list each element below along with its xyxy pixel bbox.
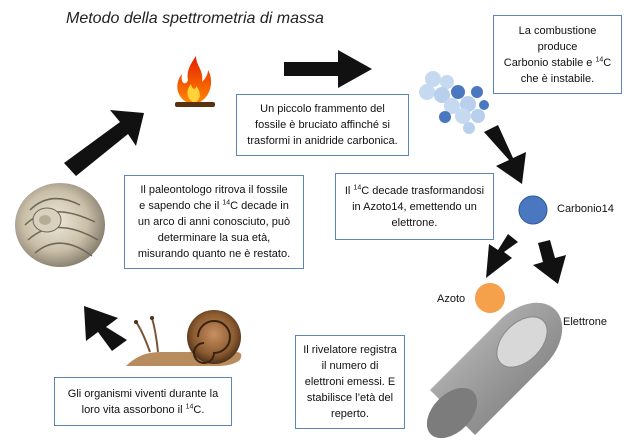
nitrogen-atom [475,283,505,313]
ammonite-fossil [15,183,105,267]
organisms-line-2: loro vita assorbono il 14C. [81,402,205,416]
combustion-line-2: produce [537,40,578,53]
fire-icon [175,56,215,107]
fragment-line-1: Un piccolo frammento del [260,103,385,115]
carbon14-atom [518,195,548,225]
decay-line-3: elettrone. [391,216,438,229]
nitrogen-label: Azoto [437,293,466,305]
arrow-fossil-to-fire [64,110,144,176]
snail-image [126,310,242,366]
combustion-line-1: La combustione [518,24,597,37]
fragment-box: Un piccolo frammento del fossile è bruci… [236,94,409,156]
fragment-line-3: trasformi in anidride carbonica. [247,135,398,147]
paleontologist-line-4: determinare la sua età, [157,232,271,244]
paleontologist-line-3: un arco di anni conosciuto, può [137,216,291,228]
arrow-to-electron [533,240,566,284]
detector-line-1: Il rivelatore registra [303,344,397,356]
arrow-organisms-to-fossil [84,306,127,351]
combustion-line-3: Carbonio stabile e 14C [503,55,612,69]
detector-line-3: elettroni emessi. E [304,376,396,388]
arrow-fire-to-molecules [284,50,372,88]
paleontologist-line-5: misurando quanto ne è restato. [137,248,291,260]
decay-line-1: Il 14C decade trasformandosi [344,183,485,197]
paleontologist-box: Il paleontologo ritrova il fossile e sap… [124,175,304,269]
fragment-line-2: fossile è bruciato affinché si [255,119,390,131]
detector-cylinder [426,302,563,439]
molecules-icon [419,71,489,134]
paleontologist-line-2: e sapendo che il 14C decade in [139,199,289,212]
detector-box: Il rivelatore registra il numero di elet… [295,335,405,429]
detector-line-5: reperto. [331,408,369,420]
carbon14-label: Carbonio14 [557,203,614,215]
detector-line-4: stabilisce l’età del [306,392,394,404]
organisms-line-1: Gli organismi viventi durante la [67,387,219,400]
detector-line-2: il numero di [321,360,379,372]
decay-line-2: in Azoto14, emettendo un [352,200,477,213]
page-title: Metodo della spettrometria di massa [66,10,324,27]
electron-label: Elettrone [563,316,608,328]
organisms-box: Gli organismi viventi durante la loro vi… [54,377,232,426]
arrow-molecules-to-carbon14 [484,125,526,184]
paleontologist-line-1: Il paleontologo ritrova il fossile [140,184,288,196]
decay-box: Il 14C decade trasformandosi in Azoto14,… [335,173,494,240]
arrow-to-nitrogen [486,234,518,278]
combustion-box: La combustione produce Carbonio stabile … [493,15,622,94]
combustion-line-4: che è instabile. [520,72,595,85]
